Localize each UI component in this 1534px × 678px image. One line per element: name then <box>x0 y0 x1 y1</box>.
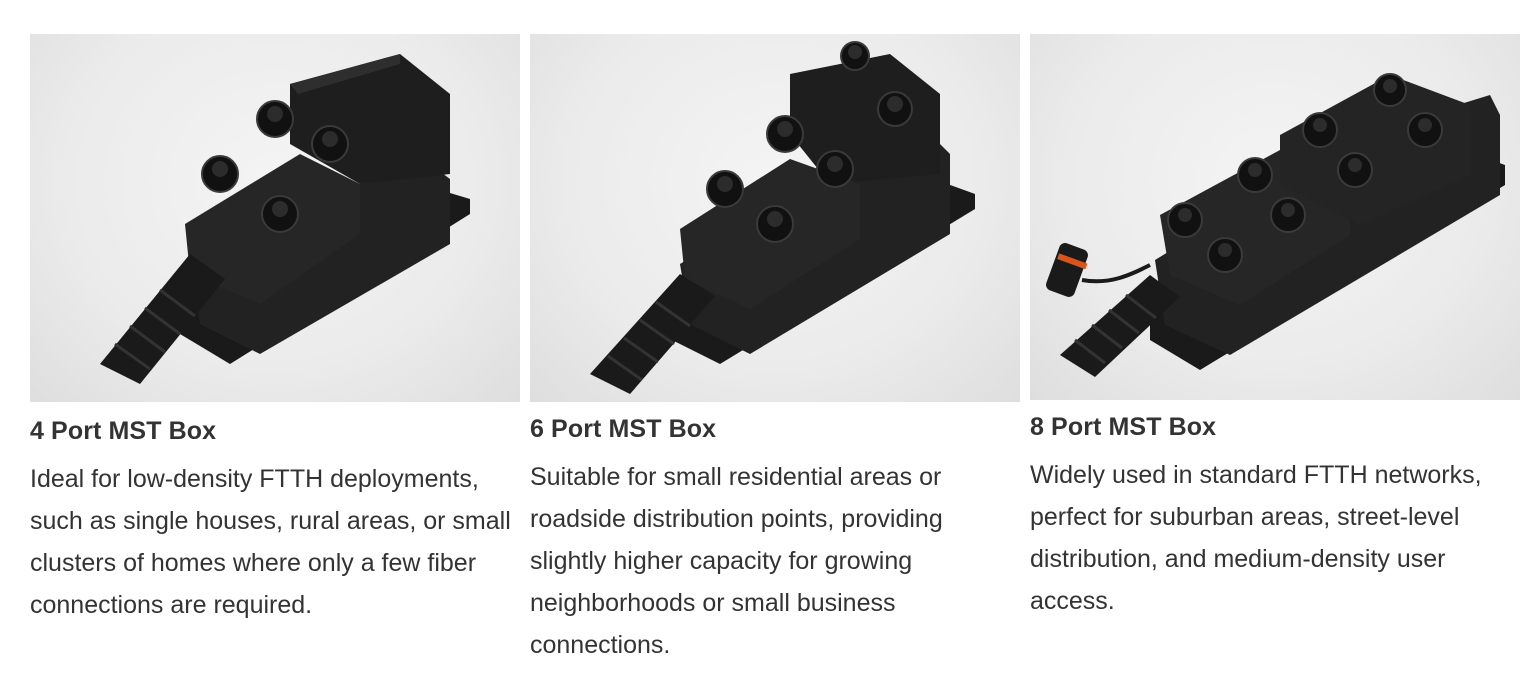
mst-box-6-port-image <box>590 41 975 394</box>
product-card-6-port: 6 Port MST Box Suitable for small reside… <box>530 34 1020 666</box>
product-description: Suitable for small residential areas or … <box>530 463 943 659</box>
product-photo-6-port <box>530 34 1020 402</box>
product-title: 8 Port MST Box <box>1030 413 1217 441</box>
product-title: 4 Port MST Box <box>30 417 217 445</box>
product-card-4-port: 4 Port MST Box Ideal for low-density FTT… <box>30 34 520 626</box>
mst-box-4-port-image <box>100 54 470 384</box>
product-photo-4-port <box>30 34 520 402</box>
product-card-8-port: 8 Port MST Box Widely used in standard F… <box>1030 34 1520 622</box>
product-photo-8-port <box>1030 34 1520 400</box>
product-title: 6 Port MST Box <box>530 415 717 443</box>
mst-box-8-port-image <box>1046 73 1505 377</box>
product-description: Ideal for low-density FTTH deployments, … <box>30 465 511 619</box>
product-description: Widely used in standard FTTH networks, p… <box>1030 461 1482 615</box>
